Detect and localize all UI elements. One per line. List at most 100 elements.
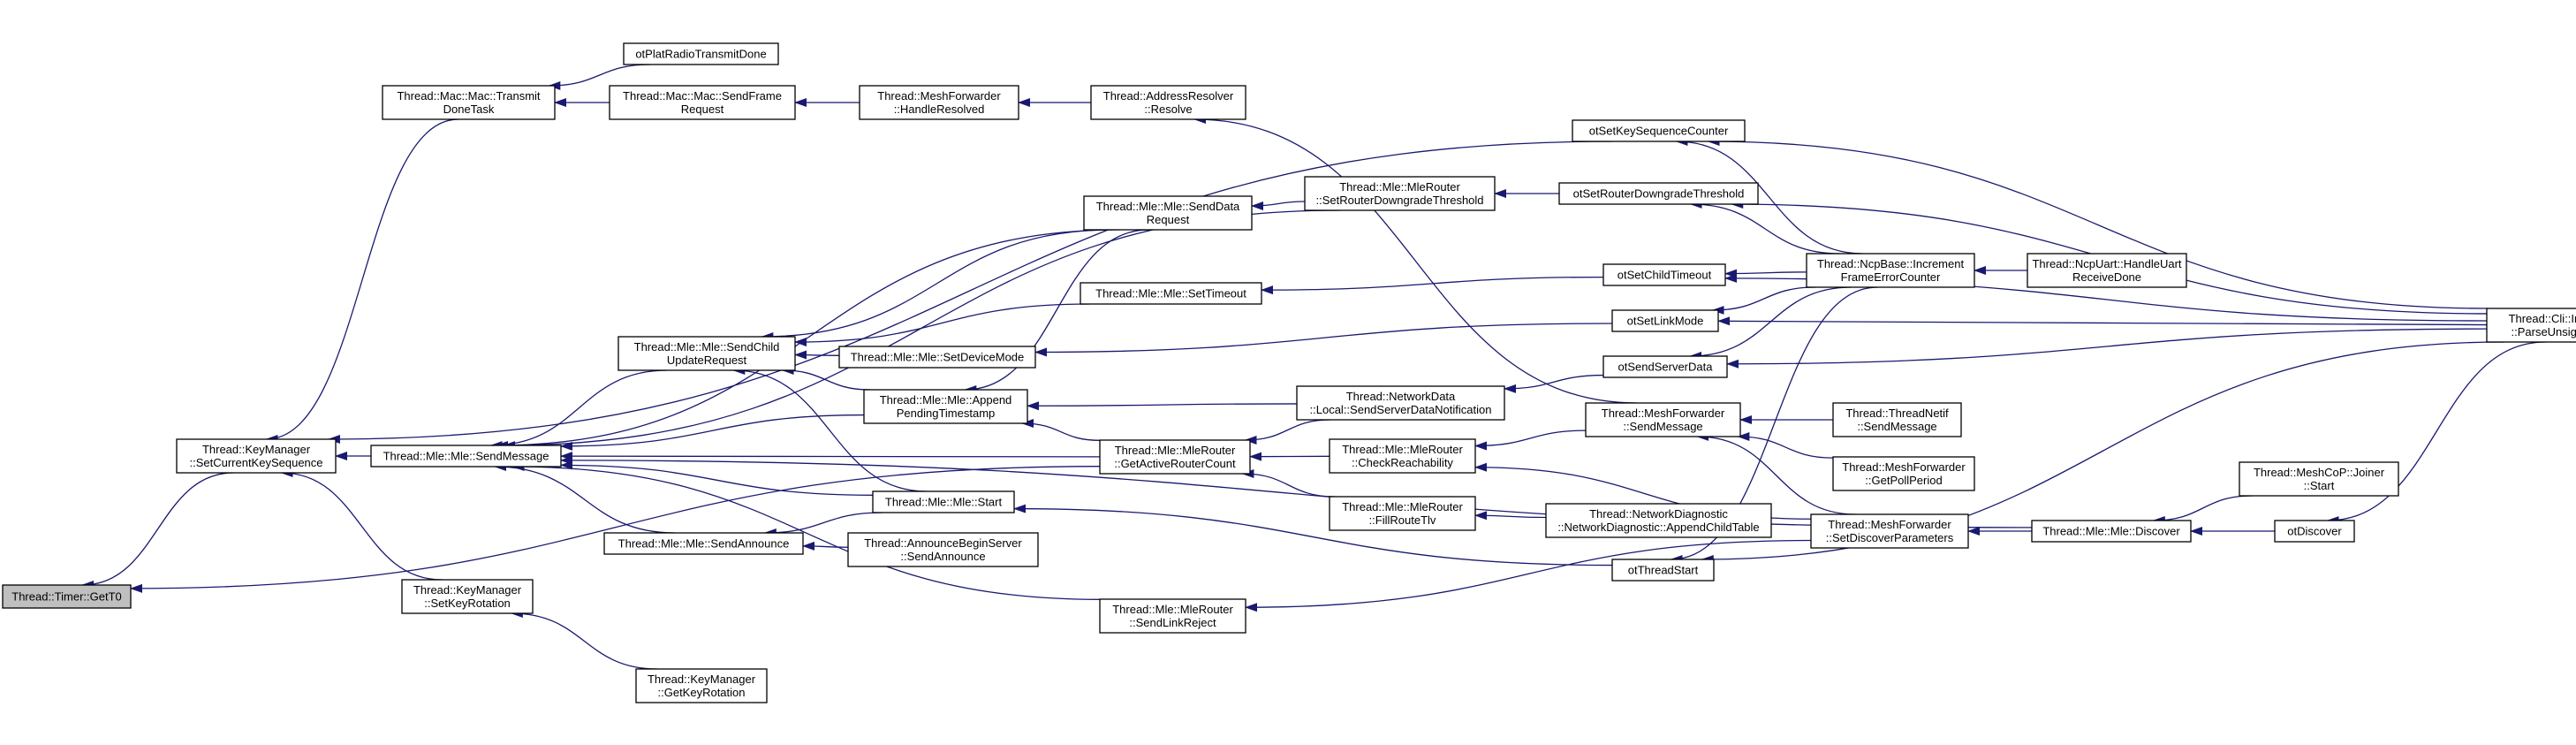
node-label: otSendServerData	[1618, 361, 1714, 374]
node-box	[370, 445, 562, 468]
node-label: Thread::Mle::Mle::SendChild	[634, 340, 780, 353]
node-box	[617, 336, 796, 371]
node-km_set[interactable]: Thread::KeyManager::SetCurrentKeySequenc…	[176, 438, 337, 474]
node-mle_start[interactable]: Thread::Mle::Mle::Start	[872, 490, 1015, 513]
node-label: DoneTask	[443, 103, 495, 116]
node-box	[863, 389, 1028, 424]
node-mle_settimeout[interactable]: Thread::Mle::Mle::SetTimeout	[1080, 282, 1262, 305]
node-ot_start[interactable]: otThreadStart	[1611, 559, 1715, 582]
node-box	[2239, 461, 2399, 497]
node-mf_handle[interactable]: Thread::MeshForwarder::HandleResolved	[859, 85, 1019, 120]
node-joiner[interactable]: Thread::MeshCoP::Joiner::Start	[2239, 461, 2399, 497]
edge-announce_srv-to-mle_announce	[802, 541, 849, 551]
node-label: ::HandleResolved	[894, 103, 985, 116]
node-box	[1545, 503, 1772, 538]
node-box	[401, 579, 534, 614]
node-label: Thread::Mle::Mle::SendAnnounce	[618, 537, 790, 551]
node-box	[1810, 513, 1969, 549]
node-label: otSetLinkMode	[1627, 315, 1704, 328]
node-mr_check[interactable]: Thread::Mle::MleRouter::CheckReachabilit…	[1329, 438, 1476, 474]
edge-mle_child-to-mle_send	[489, 369, 668, 450]
edges	[81, 64, 2546, 670]
node-mf_send[interactable]: Thread::MeshForwarder::SendMessage	[1585, 402, 1741, 437]
node-ot_link[interactable]: otSetLinkMode	[1611, 309, 1719, 332]
node-announce_srv[interactable]: Thread::AnnounceBeginServer::SendAnnounc…	[847, 532, 1039, 567]
edge-mr_getactive-to-mle_send	[560, 452, 1101, 461]
node-box	[1558, 182, 1759, 205]
node-root[interactable]: Thread::Timer::GetT0	[2, 584, 132, 609]
node-label: ::CheckReachability	[1352, 456, 1453, 469]
node-box	[872, 490, 1015, 513]
node-mr_fill[interactable]: Thread::Mle::MleRouter::FillRouteTlv	[1329, 496, 1476, 531]
node-label: Thread::Mle::Mle::SetDeviceMode	[851, 351, 1025, 364]
node-mr_downgrade[interactable]: Thread::Mle::MleRouter::SetRouterDowngra…	[1304, 176, 1496, 211]
edge-mf_discover-to-mr_reject	[1245, 539, 1812, 612]
node-label: Thread::MeshForwarder	[1602, 407, 1725, 420]
node-label: ::SetRouterDowngradeThreshold	[1315, 194, 1483, 207]
node-label: Request	[1147, 213, 1190, 226]
node-box	[2486, 308, 2576, 343]
edge-mle_append-to-mle_send	[560, 414, 865, 451]
node-label: Thread::MeshForwarder	[877, 89, 1001, 103]
node-label: Thread::MeshCoP::Joiner	[2254, 466, 2385, 479]
node-label: otPlatRadioTransmitDone	[635, 48, 766, 61]
node-label: UpdateRequest	[667, 353, 747, 367]
node-box	[1832, 402, 1962, 437]
node-netif_send[interactable]: Thread::ThreadNetif::SendMessage	[1832, 402, 1962, 437]
node-mf_poll[interactable]: Thread::MeshForwarder::GetPollPeriod	[1832, 456, 1975, 491]
node-label: otThreadStart	[1628, 564, 1699, 577]
edge-mle_setdev-to-mle_child	[794, 350, 840, 360]
nodes: Thread::Timer::GetT0Thread::KeyManager::…	[2, 42, 2576, 703]
node-ot_seq[interactable]: otSetKeySequenceCounter	[1572, 119, 1746, 142]
node-mr_getactive[interactable]: Thread::Mle::MleRouter::GetActiveRouterC…	[1099, 439, 1251, 475]
node-label: Thread::Mle::MleRouter	[1342, 500, 1463, 513]
edge-mf_poll-to-mf_send	[1737, 432, 1834, 459]
edge-mle_settimeout-to-mle_child	[794, 303, 1089, 347]
edge-ncp_inc-to-ot_child	[1724, 269, 1807, 278]
node-label: ::Start	[2304, 479, 2335, 492]
node-label: Thread::NcpBase::Increment	[1817, 257, 1965, 270]
edge-joiner-to-mle_discover	[2152, 495, 2253, 525]
node-label: Thread::NetworkDiagnostic	[1589, 507, 1728, 521]
node-mle_announce[interactable]: Thread::Mle::Mle::SendAnnounce	[603, 532, 804, 555]
node-label: Thread::NetworkData	[1346, 390, 1456, 403]
node-label: Thread::Mle::MleRouter	[1339, 180, 1460, 194]
edge-mle_senddata-to-mle_child	[761, 229, 1113, 341]
node-mle_setdev[interactable]: Thread::Mle::Mle::SetDeviceMode	[838, 346, 1036, 369]
node-mle_send[interactable]: Thread::Mle::Mle::SendMessage	[370, 445, 562, 468]
node-label: Thread::Mle::Mle::SetTimeout	[1095, 287, 1246, 300]
node-cli[interactable]: Thread::Cli::Interpreter::ParseUnsignedL…	[2486, 308, 2576, 343]
edge-km_set-to-root	[81, 472, 234, 589]
node-ot_server[interactable]: otSendServerData	[1602, 355, 1728, 378]
node-mr_reject[interactable]: Thread::Mle::MleRouter::SendLinkReject	[1099, 598, 1246, 634]
node-ncp_inc[interactable]: Thread::NcpBase::IncrementFrameErrorCoun…	[1806, 253, 1975, 288]
node-km_rot[interactable]: Thread::KeyManager::SetKeyRotation	[401, 579, 534, 614]
node-box	[1611, 559, 1715, 582]
node-ot_downgrade[interactable]: otSetRouterDowngradeThreshold	[1558, 182, 1759, 205]
edge-mr_fill-to-mr_getactive	[1241, 469, 1336, 498]
node-label: Thread::Mle::Mle::SendMessage	[383, 450, 549, 463]
node-label: Thread::MeshForwarder	[1842, 460, 1966, 474]
node-nd_diag[interactable]: Thread::NetworkDiagnostic::NetworkDiagno…	[1545, 503, 1772, 538]
node-km_getrot[interactable]: Thread::KeyManager::GetKeyRotation	[635, 668, 768, 703]
edge-cli-to-ot_discover	[2326, 341, 2546, 525]
node-nd_local[interactable]: Thread::NetworkData::Local::SendServerDa…	[1296, 385, 1505, 421]
node-box	[2274, 520, 2355, 543]
node-mle_discover[interactable]: Thread::Mle::Mle::Discover	[2031, 520, 2192, 543]
node-box	[1602, 263, 1726, 286]
node-ot_discover[interactable]: otDiscover	[2274, 520, 2355, 543]
node-label: PendingTimestamp	[897, 407, 996, 420]
node-ar_resolve[interactable]: Thread::AddressResolver::Resolve	[1090, 85, 1246, 120]
node-label: Thread::Mle::Mle::SendData	[1096, 200, 1240, 213]
edge-nd_local-to-mle_append	[1027, 401, 1298, 411]
node-ot_child[interactable]: otSetChildTimeout	[1602, 263, 1726, 286]
node-mf_discover[interactable]: Thread::MeshForwarder::SetDiscoverParame…	[1810, 513, 1969, 549]
node-otplat[interactable]: otPlatRadioTransmitDone	[623, 42, 779, 65]
node-label: ::SendLinkReject	[1129, 616, 1216, 629]
